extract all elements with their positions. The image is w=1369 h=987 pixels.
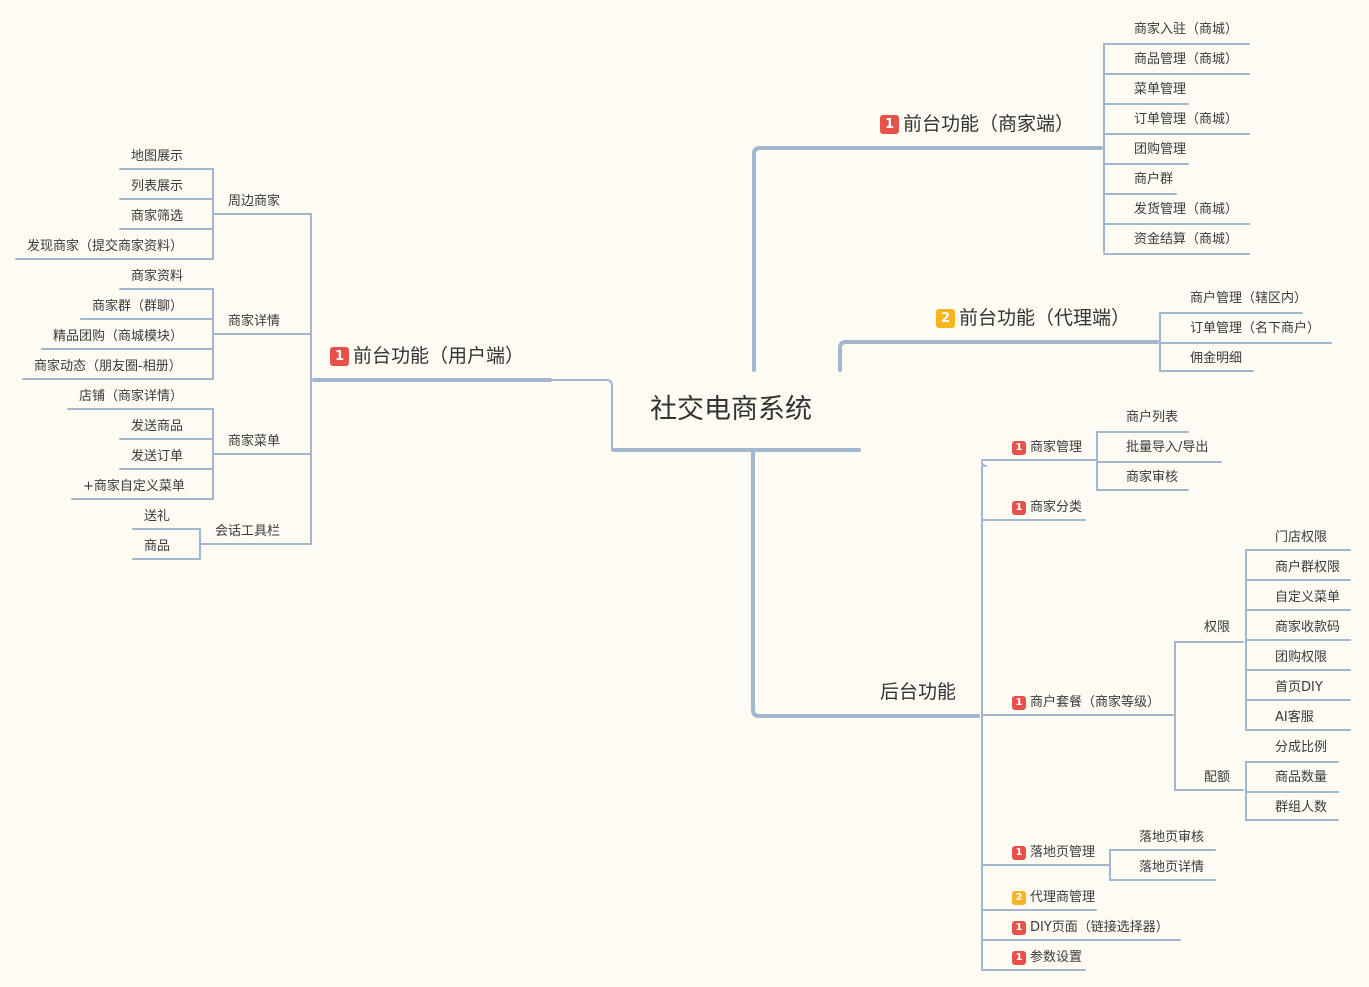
leaf-shop[interactable]: 店铺（商家详情）	[79, 389, 184, 404]
leaf-agent-orders[interactable]: 订单管理（名下商户）	[1190, 321, 1321, 336]
priority-2-icon: 2	[936, 309, 955, 328]
leaf-goods-count[interactable]: 商品数量	[1275, 770, 1328, 785]
priority-1-icon: 1	[1012, 440, 1026, 455]
module-label: 商户套餐（商家等级）	[1030, 695, 1161, 710]
group-toolbar[interactable]: 会话工具栏	[215, 524, 281, 539]
priority-1-icon: 1	[880, 115, 899, 134]
priority-1-icon: 1	[1012, 920, 1026, 935]
leaf-merchant-join[interactable]: 商家入驻（商城）	[1134, 22, 1239, 37]
tree-corner	[981, 461, 987, 467]
leaf-ai-service[interactable]: AI客服	[1275, 710, 1314, 725]
module-label: 商家分类	[1030, 500, 1083, 515]
leaf-agent-merchants[interactable]: 商户管理（辖区内）	[1190, 291, 1308, 306]
leaf-discover[interactable]: 发现商家（提交商家资料）	[27, 239, 184, 254]
leaf-landing-detail[interactable]: 落地页详情	[1139, 860, 1205, 875]
priority-1-icon: 1	[1012, 845, 1026, 860]
group-menu[interactable]: 商家菜单	[228, 434, 281, 449]
leaf-send-order[interactable]: 发送订单	[131, 449, 184, 464]
module-label: 代理商管理	[1030, 890, 1096, 905]
leaf-order-mgmt[interactable]: 订单管理（商城）	[1134, 112, 1239, 127]
group-nearby[interactable]: 周边商家	[228, 194, 281, 209]
branch-admin[interactable]: 后台功能	[880, 681, 957, 703]
root-topic[interactable]: 社交电商系统	[650, 394, 812, 425]
leaf-custom-menu[interactable]: +商家自定义菜单	[83, 479, 185, 494]
leaf-goods[interactable]: 商品	[144, 539, 171, 554]
branch-agent-label: 前台功能（代理端）	[959, 307, 1131, 329]
leaf-landing-audit[interactable]: 落地页审核	[1139, 830, 1205, 845]
leaf-merchant-audit[interactable]: 商家审核	[1126, 470, 1179, 485]
leaf-import-export[interactable]: 批量导入/导出	[1126, 440, 1209, 455]
module-package[interactable]: 1 商户套餐（商家等级）	[1012, 695, 1160, 711]
leaf-groupbuy-perm[interactable]: 团购权限	[1275, 650, 1328, 665]
leaf-menu-mgmt[interactable]: 菜单管理	[1134, 82, 1187, 97]
leaf-moments[interactable]: 商家动态（朋友圈-相册）	[34, 359, 182, 374]
leaf-gift[interactable]: 送礼	[144, 509, 171, 524]
module-label: 商家管理	[1030, 440, 1083, 455]
leaf-home-diy[interactable]: 首页DIY	[1275, 680, 1323, 695]
module-landing[interactable]: 1 落地页管理	[1012, 845, 1095, 861]
root-to-agent	[838, 340, 923, 372]
priority-1-icon: 1	[1012, 500, 1026, 515]
module-agent-mgmt[interactable]: 2 代理商管理	[1012, 890, 1095, 906]
leaf-profile[interactable]: 商家资料	[131, 269, 184, 284]
root-to-admin	[751, 448, 868, 718]
module-diy-page[interactable]: 1 DIY页面（链接选择器）	[1012, 920, 1169, 936]
module-label: 参数设置	[1030, 950, 1083, 965]
leaf-settlement[interactable]: 资金结算（商城）	[1134, 232, 1239, 247]
leaf-payment-code[interactable]: 商家收款码	[1275, 620, 1341, 635]
branch-merchant-label: 前台功能（商家端）	[903, 113, 1075, 135]
leaf-group-perm[interactable]: 商户群权限	[1275, 560, 1341, 575]
module-category[interactable]: 1 商家分类	[1012, 500, 1082, 516]
leaf-custom-menu-perm[interactable]: 自定义菜单	[1275, 590, 1341, 605]
root-to-merchant	[752, 146, 868, 372]
leaf-filter[interactable]: 商家筛选	[131, 209, 184, 224]
leaf-merchant-list[interactable]: 商户列表	[1126, 410, 1179, 425]
group-quota[interactable]: 配额	[1204, 770, 1231, 785]
branch-user-label: 前台功能（用户端）	[353, 345, 525, 367]
group-permissions[interactable]: 权限	[1204, 620, 1231, 635]
priority-1-icon: 1	[1012, 950, 1026, 965]
leaf-map[interactable]: 地图展示	[131, 149, 184, 164]
leaf-shipping[interactable]: 发货管理（商城）	[1134, 202, 1239, 217]
root-to-user	[549, 379, 615, 451]
leaf-store-perm[interactable]: 门店权限	[1275, 530, 1328, 545]
leaf-group-chat[interactable]: 商家群（群聊）	[92, 299, 184, 314]
module-label: 落地页管理	[1030, 845, 1096, 860]
leaf-goods-mgmt[interactable]: 商品管理（商城）	[1134, 52, 1239, 67]
leaf-share-ratio[interactable]: 分成比例	[1275, 740, 1328, 755]
module-label: DIY页面（链接选择器）	[1030, 920, 1169, 935]
module-params[interactable]: 1 参数设置	[1012, 950, 1082, 966]
leaf-group-buy[interactable]: 精品团购（商城模块）	[53, 329, 184, 344]
leaf-commission[interactable]: 佣金明细	[1190, 351, 1243, 366]
leaf-group-size[interactable]: 群组人数	[1275, 800, 1328, 815]
group-detail[interactable]: 商家详情	[228, 314, 281, 329]
leaf-groupbuy-mgmt[interactable]: 团购管理	[1134, 142, 1187, 157]
priority-1-icon: 1	[330, 347, 349, 366]
priority-1-icon: 1	[1012, 695, 1026, 710]
module-merchant-mgmt[interactable]: 1 商家管理	[1012, 440, 1082, 456]
leaf-list[interactable]: 列表展示	[131, 179, 184, 194]
priority-2-icon: 2	[1012, 890, 1026, 905]
leaf-merchant-group[interactable]: 商户群	[1134, 172, 1174, 187]
leaf-send-goods[interactable]: 发送商品	[131, 419, 184, 434]
